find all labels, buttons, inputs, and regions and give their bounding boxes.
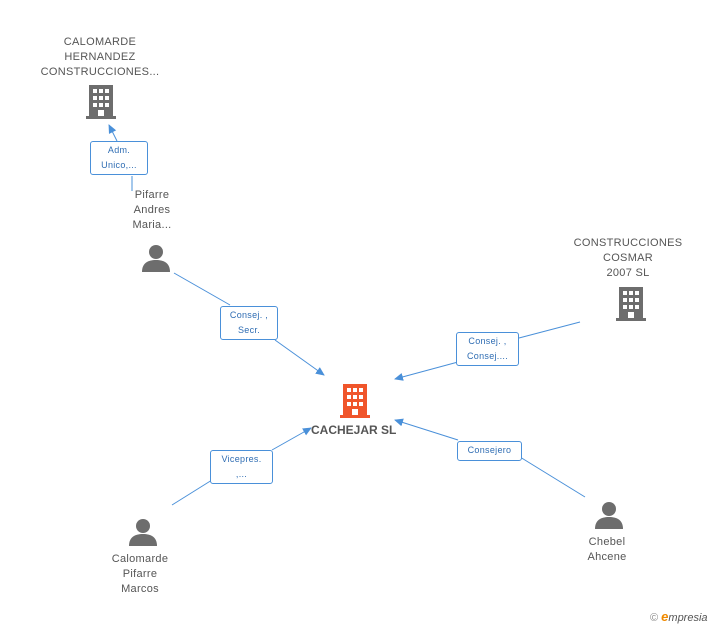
company-name-calomarde-hernandez[interactable]: CALOMARDE HERNANDEZ CONSTRUCCIONES...	[40, 36, 160, 78]
edge-line	[518, 321, 581, 339]
company-name-construcciones-cosmar[interactable]: CONSTRUCCIONES COSMAR 2007 SL	[573, 237, 683, 279]
relation-label-consej-consej[interactable]: Consej. , Consej....	[456, 332, 519, 366]
person-icon[interactable]	[141, 243, 171, 273]
relation-label-consejero[interactable]: Consejero	[457, 441, 522, 461]
person-name-chebel-ahcene[interactable]: Chebel Ahcene	[587, 536, 627, 563]
empresia-logo-icon: e	[661, 609, 669, 624]
relation-label-vicepres[interactable]: Vicepres. ,...	[210, 450, 273, 484]
relation-label-adm-unico[interactable]: Adm. Unico,...	[90, 141, 148, 175]
edge-line	[173, 272, 231, 306]
edge-line	[274, 339, 325, 376]
edge-line	[394, 418, 459, 441]
center-company-name[interactable]: CACHEJAR SL	[311, 423, 397, 437]
edge-line	[108, 124, 118, 142]
building-icon[interactable]	[340, 384, 370, 418]
edge-line	[519, 456, 586, 498]
edge-line	[171, 479, 213, 506]
relation-label-consej-secr[interactable]: Consej. , Secr.	[220, 306, 278, 340]
person-name-pifarre-andres[interactable]: Pifarre Andres Maria...	[132, 189, 172, 231]
edge-line	[394, 361, 459, 381]
building-icon[interactable]	[616, 287, 646, 321]
copyright-symbol: ©	[650, 612, 659, 624]
brand-name: mpresia	[668, 612, 708, 624]
edge-line	[271, 427, 312, 451]
person-icon[interactable]	[128, 517, 158, 547]
person-name-calomarde-pifarre[interactable]: Calomarde Pifarre Marcos	[111, 553, 169, 595]
person-icon[interactable]	[594, 500, 624, 530]
building-icon[interactable]	[86, 85, 116, 119]
empresia-watermark: © empresia	[650, 609, 708, 624]
